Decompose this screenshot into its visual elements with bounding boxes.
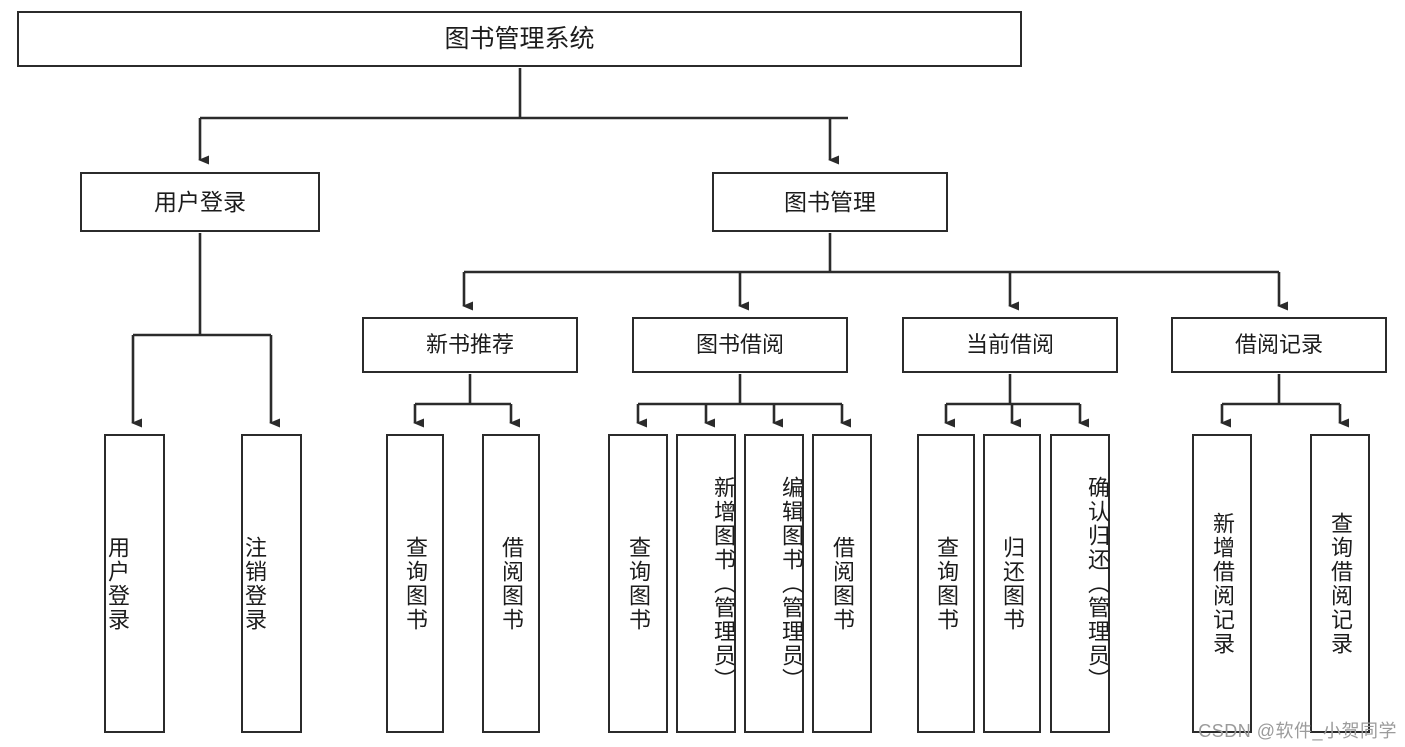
node-leaf-borrow-book-2-label: 借阅图书	[830, 535, 855, 632]
node-leaf-user-logout[interactable]: 注销登录	[241, 434, 302, 733]
node-leaf-return-book-label: 归还图书	[1000, 535, 1025, 632]
node-leaf-borrow-book-1[interactable]: 借阅图书	[482, 434, 540, 733]
node-leaf-borrow-book-1-label: 借阅图书	[499, 535, 524, 632]
node-leaf-query-book-2[interactable]: 查询图书	[608, 434, 668, 733]
node-leaf-add-record-label: 新增借阅记录	[1210, 511, 1235, 656]
node-new-book-recommend[interactable]: 新书推荐	[362, 317, 578, 373]
node-leaf-add-book[interactable]: 新增图书（管理员）	[676, 434, 736, 733]
node-leaf-return-book[interactable]: 归还图书	[983, 434, 1041, 733]
node-leaf-edit-book-label: 编辑图书（管理员）	[779, 475, 804, 692]
node-current-borrow[interactable]: 当前借阅	[902, 317, 1118, 373]
node-root-label: 图书管理系统	[444, 24, 595, 53]
node-book-manage-label: 图书管理	[784, 188, 876, 215]
node-leaf-add-record[interactable]: 新增借阅记录	[1192, 434, 1252, 733]
node-leaf-user-login[interactable]: 用户登录	[104, 434, 165, 733]
node-leaf-query-book-3-label: 查询图书	[934, 535, 959, 632]
node-leaf-add-book-label: 新增图书（管理员）	[711, 475, 736, 692]
node-leaf-query-record-label: 查询借阅记录	[1328, 511, 1353, 656]
node-borrow-record[interactable]: 借阅记录	[1171, 317, 1387, 373]
watermark: CSDN @软件_小贺同学	[1198, 721, 1397, 741]
node-leaf-edit-book[interactable]: 编辑图书（管理员）	[744, 434, 804, 733]
node-current-borrow-label: 当前借阅	[965, 331, 1054, 357]
node-leaf-query-record[interactable]: 查询借阅记录	[1310, 434, 1370, 733]
node-leaf-query-book-1[interactable]: 查询图书	[386, 434, 444, 733]
node-leaf-confirm-return[interactable]: 确认归还（管理员）	[1050, 434, 1110, 733]
node-leaf-query-book-2-label: 查询图书	[626, 535, 651, 632]
node-book-manage[interactable]: 图书管理	[712, 172, 948, 232]
node-book-borrow[interactable]: 图书借阅	[632, 317, 848, 373]
node-book-borrow-label: 图书借阅	[695, 331, 784, 357]
node-leaf-query-book-1-label: 查询图书	[403, 535, 428, 632]
node-user-login[interactable]: 用户登录	[80, 172, 320, 232]
node-new-book-recommend-label: 新书推荐	[425, 331, 514, 357]
node-root[interactable]: 图书管理系统	[17, 11, 1022, 67]
node-leaf-user-login-label: 用户登录	[105, 535, 130, 632]
node-leaf-query-book-3[interactable]: 查询图书	[917, 434, 975, 733]
node-leaf-borrow-book-2[interactable]: 借阅图书	[812, 434, 872, 733]
node-borrow-record-label: 借阅记录	[1234, 331, 1323, 357]
node-leaf-user-logout-label: 注销登录	[242, 535, 267, 632]
node-leaf-confirm-return-label: 确认归还（管理员）	[1085, 475, 1110, 692]
node-user-login-label: 用户登录	[154, 188, 246, 215]
